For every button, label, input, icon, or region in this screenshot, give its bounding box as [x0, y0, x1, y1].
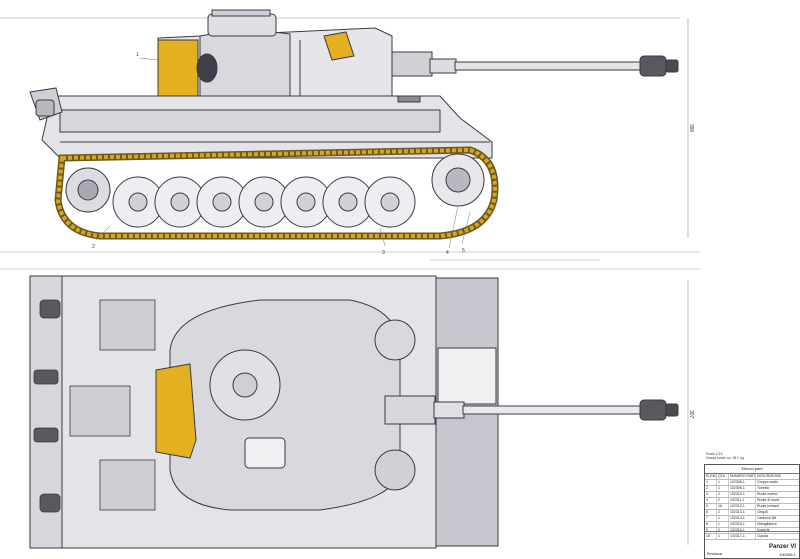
- parts-list-cell: Mitragliatrice: [757, 522, 777, 526]
- col-description: DESCRIZIONE: [757, 474, 781, 478]
- callout-4: 4: [446, 250, 449, 256]
- parts-list-cell: 1: [705, 480, 717, 485]
- parts-list-cell: 102316-1: [729, 528, 756, 533]
- parts-list-cell: 6: [705, 510, 717, 515]
- parts-list-cell: 102312-1: [729, 504, 756, 509]
- scale-text: Scala 1/16: [706, 452, 723, 456]
- title-block-footer: Revisione Panzer VI 100006-1: [705, 531, 799, 558]
- parts-list-cell: 102317-1: [729, 534, 756, 539]
- callout-5: 5: [462, 248, 465, 254]
- revision-label: Revisione: [707, 552, 723, 556]
- parts-list-cell: 2: [717, 528, 729, 533]
- exhausts: [33, 299, 61, 513]
- parts-list-cell: Cannone 88: [757, 516, 777, 520]
- parts-list-header: Elenco parti: [705, 465, 799, 474]
- parts-list-cell: Gruppo scafo: [757, 480, 779, 484]
- parts-list-cell: Cupola: [757, 534, 769, 538]
- parts-list-cell: 1: [717, 522, 729, 527]
- parts-list-cell: 102311-1: [729, 498, 756, 503]
- parts-list-cell: Torretta: [757, 486, 769, 490]
- parts-list-columns: ELEM QTA NUMERO PARTE DESCRIZIONE: [705, 474, 799, 480]
- scale-note: Scala 1/16 Massa totale ca. 38 t. kg: [706, 452, 744, 460]
- parts-list-cell: 10: [705, 534, 717, 539]
- drawing-number: 100006-1: [779, 552, 796, 557]
- callout-2: 2: [92, 244, 95, 250]
- parts-list-cell: 7: [705, 516, 717, 521]
- parts-list-cell: 1: [717, 480, 729, 485]
- parts-list-cell: 102314-1: [729, 516, 756, 521]
- title-block: Elenco parti ELEM QTA NUMERO PARTE DESCR…: [704, 464, 800, 559]
- col-elem: ELEM: [706, 474, 717, 479]
- top-dimension-label: 307: [688, 410, 694, 419]
- side-sprocket: [65, 167, 111, 213]
- parts-list-cell: 1: [717, 534, 729, 539]
- side-idler: [431, 153, 485, 207]
- parts-list-cell: Scarichi: [757, 528, 770, 532]
- parts-list-cell: 2: [717, 498, 729, 503]
- drawing-frame: [0, 17, 700, 545]
- parts-list-cell: 9: [705, 528, 717, 533]
- side-dimension-label: 390: [688, 124, 694, 133]
- side-road-wheels: [112, 176, 416, 228]
- col-part-number: NUMERO PARTE: [730, 474, 756, 479]
- side-turret: [157, 9, 393, 101]
- col-qty: QTA: [717, 474, 729, 479]
- parts-list-cell: 102308-1: [729, 480, 756, 485]
- parts-list-cell: 1: [717, 516, 729, 521]
- parts-list-cell: 8: [705, 522, 717, 527]
- parts-list-cell: 2: [717, 510, 729, 515]
- parts-list-cell: 3: [705, 492, 717, 497]
- parts-list-cell: 102315-1: [729, 522, 756, 527]
- parts-list-cell: Cingoli: [757, 510, 768, 514]
- parts-list-cell: 5: [705, 504, 717, 509]
- parts-list-cell: 2: [717, 492, 729, 497]
- top-gun: [384, 395, 679, 425]
- callout-1: 1: [136, 52, 139, 58]
- mass-text: Massa totale ca. 38 t. kg: [706, 456, 744, 460]
- parts-list-cell: 102309-1: [729, 486, 756, 491]
- callout-3: 3: [382, 250, 385, 256]
- parts-list-cell: Ruote motrici: [757, 492, 778, 496]
- side-hull: [29, 87, 493, 159]
- drawing-title: Panzer VI: [768, 544, 796, 550]
- parts-list-cell: 102313-1: [729, 510, 756, 515]
- side-view: 1 2 3 4 5 390: [29, 9, 694, 256]
- side-track: [54, 146, 499, 240]
- parts-list-cell: 16: [717, 504, 729, 509]
- engine-grilles: [69, 299, 156, 511]
- side-gun: [391, 51, 679, 77]
- parts-list-cell: 4: [705, 498, 717, 503]
- parts-list-cell: 2: [705, 486, 717, 491]
- parts-list-cell: Ruote di rinvio: [757, 498, 780, 502]
- top-view: 307: [29, 275, 694, 549]
- parts-list-cell: 1: [717, 486, 729, 491]
- top-turret: [155, 299, 416, 511]
- parts-list-cell: Ruote portanti: [757, 504, 779, 508]
- parts-list-cell: 102310-1: [729, 492, 756, 497]
